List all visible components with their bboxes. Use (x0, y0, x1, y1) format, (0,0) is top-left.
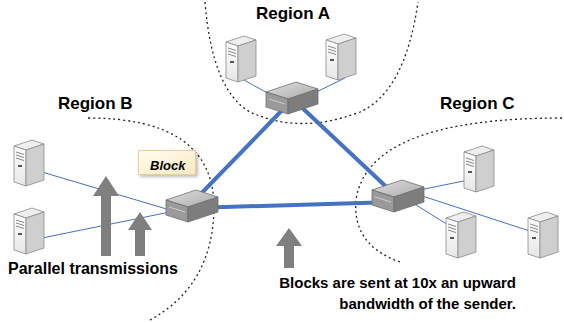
annotation-text: Blocks are sent at 10x an upward bandwid… (213, 272, 516, 314)
transmission-arrow (93, 176, 302, 268)
annotation-text: Parallel transmissions (8, 258, 178, 280)
region-label: Region B (58, 92, 133, 116)
block-note: Block (138, 150, 196, 175)
node-text: Block (150, 158, 185, 173)
server-icon (14, 34, 558, 258)
router-icon (166, 82, 424, 222)
region-label: Region C (440, 92, 515, 116)
backbone-link (190, 102, 396, 208)
region-label: Region A (256, 2, 330, 26)
